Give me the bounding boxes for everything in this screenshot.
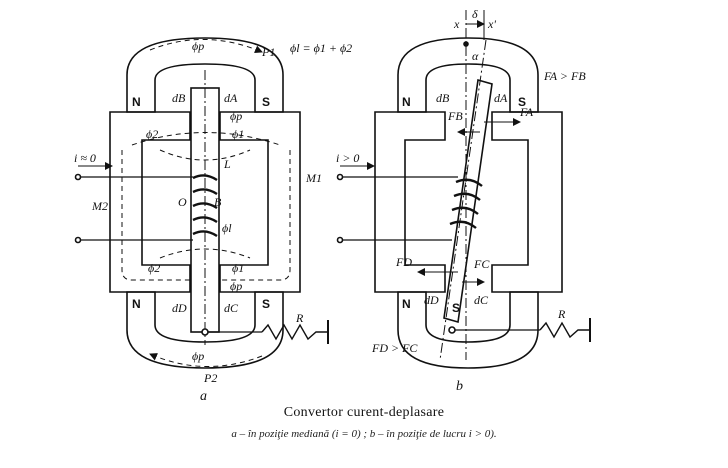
label-R-b: R xyxy=(557,307,566,321)
pole-n-top-a: N xyxy=(132,95,141,109)
label-dC-a: dC xyxy=(224,301,239,315)
spring-a xyxy=(261,323,328,341)
coil-b xyxy=(449,178,483,229)
label-x-prime: x' xyxy=(487,17,496,31)
label-phi-p-bottom: ϕp xyxy=(192,349,204,363)
label-dC-b: dC xyxy=(474,293,489,307)
figure-b-labels: x x' δ α i > 0 N S N S dB dA dD dC FA FB… xyxy=(336,7,586,394)
label-current-a: i ≈ 0 xyxy=(74,151,96,165)
label-m1: M1 xyxy=(305,171,322,185)
pole-s-bottom-a: S xyxy=(262,297,270,311)
core-left xyxy=(109,111,191,293)
label-dB-b: dB xyxy=(436,91,450,105)
core-left-b xyxy=(374,111,446,293)
core-right-b xyxy=(491,111,563,293)
pole-s-top-b: S xyxy=(518,95,526,109)
label-phi-p-top: ϕp xyxy=(192,39,204,53)
label-dD-a: dD xyxy=(172,301,187,315)
label-delta: δ xyxy=(472,7,478,21)
label-FB: FB xyxy=(447,109,463,123)
label-dB-a: dB xyxy=(172,91,186,105)
label-FC: FC xyxy=(473,257,490,271)
pole-n-bottom-a: N xyxy=(132,297,141,311)
label-phi-1-top: ϕ1 xyxy=(232,127,244,141)
figure-a-labels: ϕl = ϕ1 + ϕ2 i ≈ 0 N S N S dB dA dD dC ϕ… xyxy=(74,39,352,404)
label-phi-p-inner-top: ϕp xyxy=(230,109,242,123)
magnet-top-b xyxy=(397,37,539,113)
label-B: B xyxy=(214,195,222,209)
label-x: x xyxy=(453,17,460,31)
label-phi-1-bottom: ϕ1 xyxy=(232,261,244,275)
label-current-b: i > 0 xyxy=(336,151,359,165)
magnet-p2 xyxy=(126,291,284,369)
figure-a xyxy=(74,37,329,369)
pole-n-top-b: N xyxy=(402,95,411,109)
pole-s-bottom-b: S xyxy=(452,301,460,315)
label-FD-gt-FC: FD > FC xyxy=(371,341,418,355)
label-dA-a: dA xyxy=(224,91,238,105)
label-figure-a: a xyxy=(200,389,207,404)
label-phi-p-inner-bottom: ϕp xyxy=(230,279,242,293)
label-alpha: α xyxy=(472,49,479,63)
formula: ϕl = ϕ1 + ϕ2 xyxy=(290,41,352,55)
coil-a xyxy=(192,174,218,238)
label-FA: FA xyxy=(519,105,534,119)
spring-b xyxy=(539,321,590,339)
label-FD: FD xyxy=(395,255,412,269)
label-O: O xyxy=(178,195,187,209)
label-R-a: R xyxy=(295,311,304,325)
label-dD-b: dD xyxy=(424,293,439,307)
label-phi-2-bottom: ϕ2 xyxy=(148,261,160,275)
armature-b xyxy=(443,78,493,324)
magnet-p1 xyxy=(126,37,284,113)
label-p2: P2 xyxy=(203,371,217,385)
figure-b xyxy=(336,10,591,369)
label-FA-gt-FB: FA > FB xyxy=(543,69,586,83)
label-dA-b: dA xyxy=(494,91,508,105)
label-p1: P1 xyxy=(261,45,275,59)
label-phi-2-top: ϕ2 xyxy=(146,127,158,141)
core-right xyxy=(219,111,301,293)
label-m2: M2 xyxy=(91,199,108,213)
label-L: L xyxy=(223,157,231,171)
caption-title: Convertor curent-deplasare xyxy=(283,405,445,420)
label-figure-b: b xyxy=(456,379,463,394)
pole-s-top-a: S xyxy=(262,95,270,109)
label-phi-l: ϕl xyxy=(222,221,232,235)
caption-subtitle: a – în poziţie mediană (i = 0) ; b – în … xyxy=(231,428,497,440)
pole-n-bottom-b: N xyxy=(402,297,411,311)
